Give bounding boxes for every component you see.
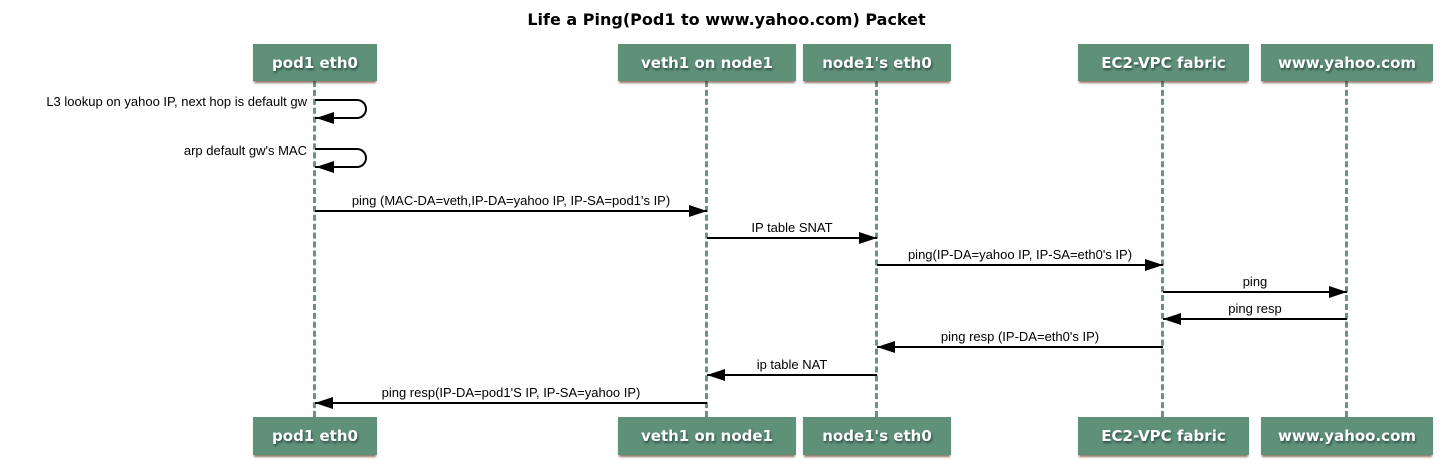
message-10-label: ping resp(IP-DA=pod1'S IP, IP-SA=yahoo I… (381, 385, 641, 400)
message-1-label: L3 lookup on yahoo IP, next hop is defau… (46, 94, 307, 109)
message-4-line (707, 237, 877, 239)
participant-label: node1's eth0 (822, 53, 932, 72)
message-8-label: ping resp (IP-DA=eth0's IP) (940, 329, 1100, 344)
diagram-title: Life a Ping(Pod1 to www.yahoo.com) Packe… (527, 10, 926, 29)
arrowhead-right-icon (1145, 259, 1163, 271)
participant-label: EC2-VPC fabric (1101, 427, 1226, 445)
participant-label: EC2-VPC fabric (1101, 53, 1226, 72)
message-8-line (877, 346, 1163, 348)
arrowhead-left-icon (1163, 313, 1181, 325)
message-3-label: ping (MAC-DA=veth,IP-DA=yahoo IP, IP-SA=… (351, 193, 671, 208)
arrowhead-left-icon (877, 341, 895, 353)
lifeline-node1s-eth0 (875, 81, 878, 417)
message-1-self-arrow (315, 99, 367, 119)
arrowhead-left-icon (316, 112, 334, 124)
participant-bottom-veth1-on-node1: veth1 on node1 (618, 417, 796, 455)
participant-bottom-www-yahoo-com: www.yahoo.com (1261, 417, 1433, 455)
participant-bottom-pod1-eth0: pod1 eth0 (253, 417, 377, 455)
participant-top-veth1-on-node1: veth1 on node1 (618, 44, 796, 81)
message-3-line (315, 210, 707, 212)
message-6-label: ping (1242, 274, 1268, 289)
arrowhead-right-icon (1329, 286, 1347, 298)
participant-label: veth1 on node1 (641, 53, 773, 72)
participant-label: pod1 eth0 (272, 53, 358, 72)
arrowhead-right-icon (859, 232, 877, 244)
message-7-line (1163, 318, 1347, 320)
message-6-line (1163, 291, 1347, 293)
message-5-line (877, 264, 1163, 266)
message-4-label: IP table SNAT (751, 220, 833, 235)
participant-label: node1's eth0 (822, 427, 932, 445)
participant-top-node1s-eth0: node1's eth0 (803, 44, 951, 81)
message-10-line (315, 402, 707, 404)
lifeline-ec2-vpc-fabric (1161, 81, 1164, 417)
message-2-label: arp default gw's MAC (183, 143, 307, 158)
message-2-self-arrow (315, 148, 367, 168)
arrowhead-left-icon (315, 397, 333, 409)
arrowhead-left-icon (316, 161, 334, 173)
participant-label: www.yahoo.com (1277, 53, 1417, 72)
participant-label: pod1 eth0 (272, 427, 358, 445)
participant-label: veth1 on node1 (641, 427, 773, 445)
participant-label: www.yahoo.com (1277, 427, 1417, 445)
arrowhead-right-icon (689, 205, 707, 217)
message-7-label: ping resp (1228, 301, 1282, 316)
arrowhead-left-icon (707, 369, 725, 381)
participant-top-www-yahoo-com: www.yahoo.com (1261, 44, 1433, 81)
lifeline-www-yahoo-com (1345, 81, 1348, 417)
participant-top-pod1-eth0: pod1 eth0 (253, 44, 377, 81)
lifeline-pod1-eth0 (313, 81, 316, 417)
participant-bottom-ec2-vpc-fabric: EC2-VPC fabric (1078, 417, 1249, 455)
message-9-line (707, 374, 877, 376)
lifeline-veth1-on-node1 (705, 81, 708, 417)
participant-top-ec2-vpc-fabric: EC2-VPC fabric (1078, 44, 1249, 81)
participant-bottom-node1s-eth0: node1's eth0 (803, 417, 951, 455)
message-5-label: ping(IP-DA=yahoo IP, IP-SA=eth0's IP) (907, 247, 1133, 262)
message-9-label: ip table NAT (756, 357, 828, 372)
